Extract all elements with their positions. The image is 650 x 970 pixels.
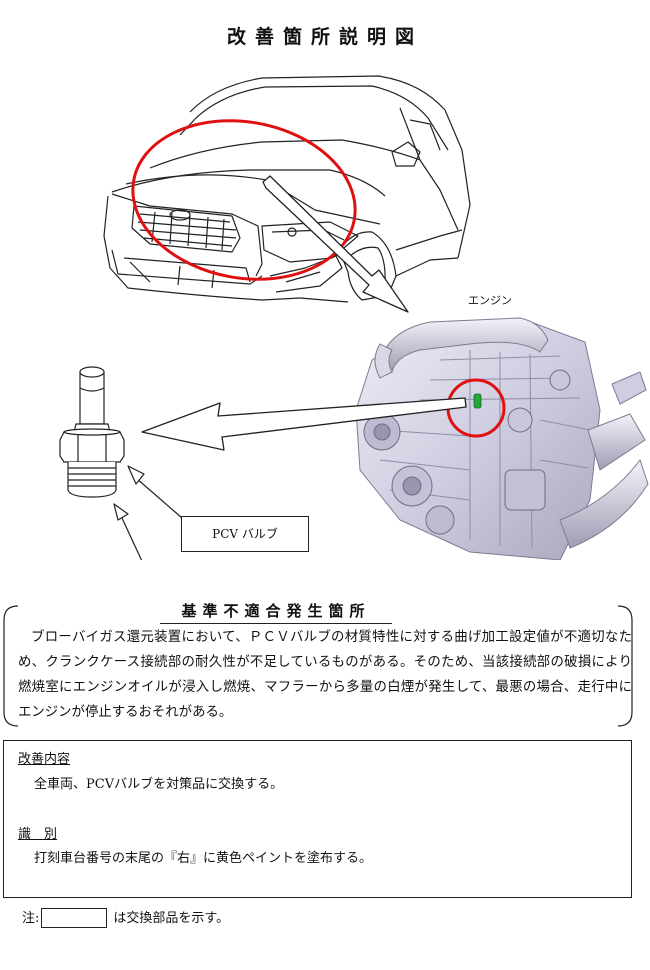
improvement-text: 全車両、PCVバルブを対策品に交換する。 [34,777,284,792]
replacement-part-swatch [41,907,108,928]
countermeasure-box: 改善内容 全車両、PCVバルブを対策品に交換する。 識 別 打刻車台番号の末尾の… [3,740,632,898]
engine-label: エンジン [468,294,512,307]
engine-rendering [355,317,649,560]
identification-text: 打刻車台番号の末尾の『右』に黄色ペイントを塗布する。 [34,851,373,866]
pcv-valve-label: PCV バルブ [181,516,309,552]
arrow-engine-to-valve [141,397,467,451]
recall-illustration [59,75,649,560]
identification-heading: 識 別 [18,827,58,842]
page-title: 改善箇所説明図 [226,26,423,48]
hood-highlight-circle [131,119,357,281]
note-suffix: は交換部品を示す。 [113,911,230,926]
noncompliance-bracket [3,605,633,727]
car-drawing [103,75,471,303]
note-prefix: 注: [22,911,40,926]
pcv-valve-drawing [59,366,125,498]
pcv-label-pointers [113,465,183,560]
arrow-car-to-engine [262,175,409,313]
legend-note: 注: は交換部品を示す。 [22,907,229,930]
noncompliance-description: ブローバイガス還元装置において、ＰＣＶバルブの材質特性に対する曲げ加工設定値が不… [18,630,632,720]
noncompliance-heading: 基準不適合発生箇所 [160,600,392,624]
pcv-valve-highlight [473,393,482,409]
improvement-heading: 改善内容 [18,752,71,767]
